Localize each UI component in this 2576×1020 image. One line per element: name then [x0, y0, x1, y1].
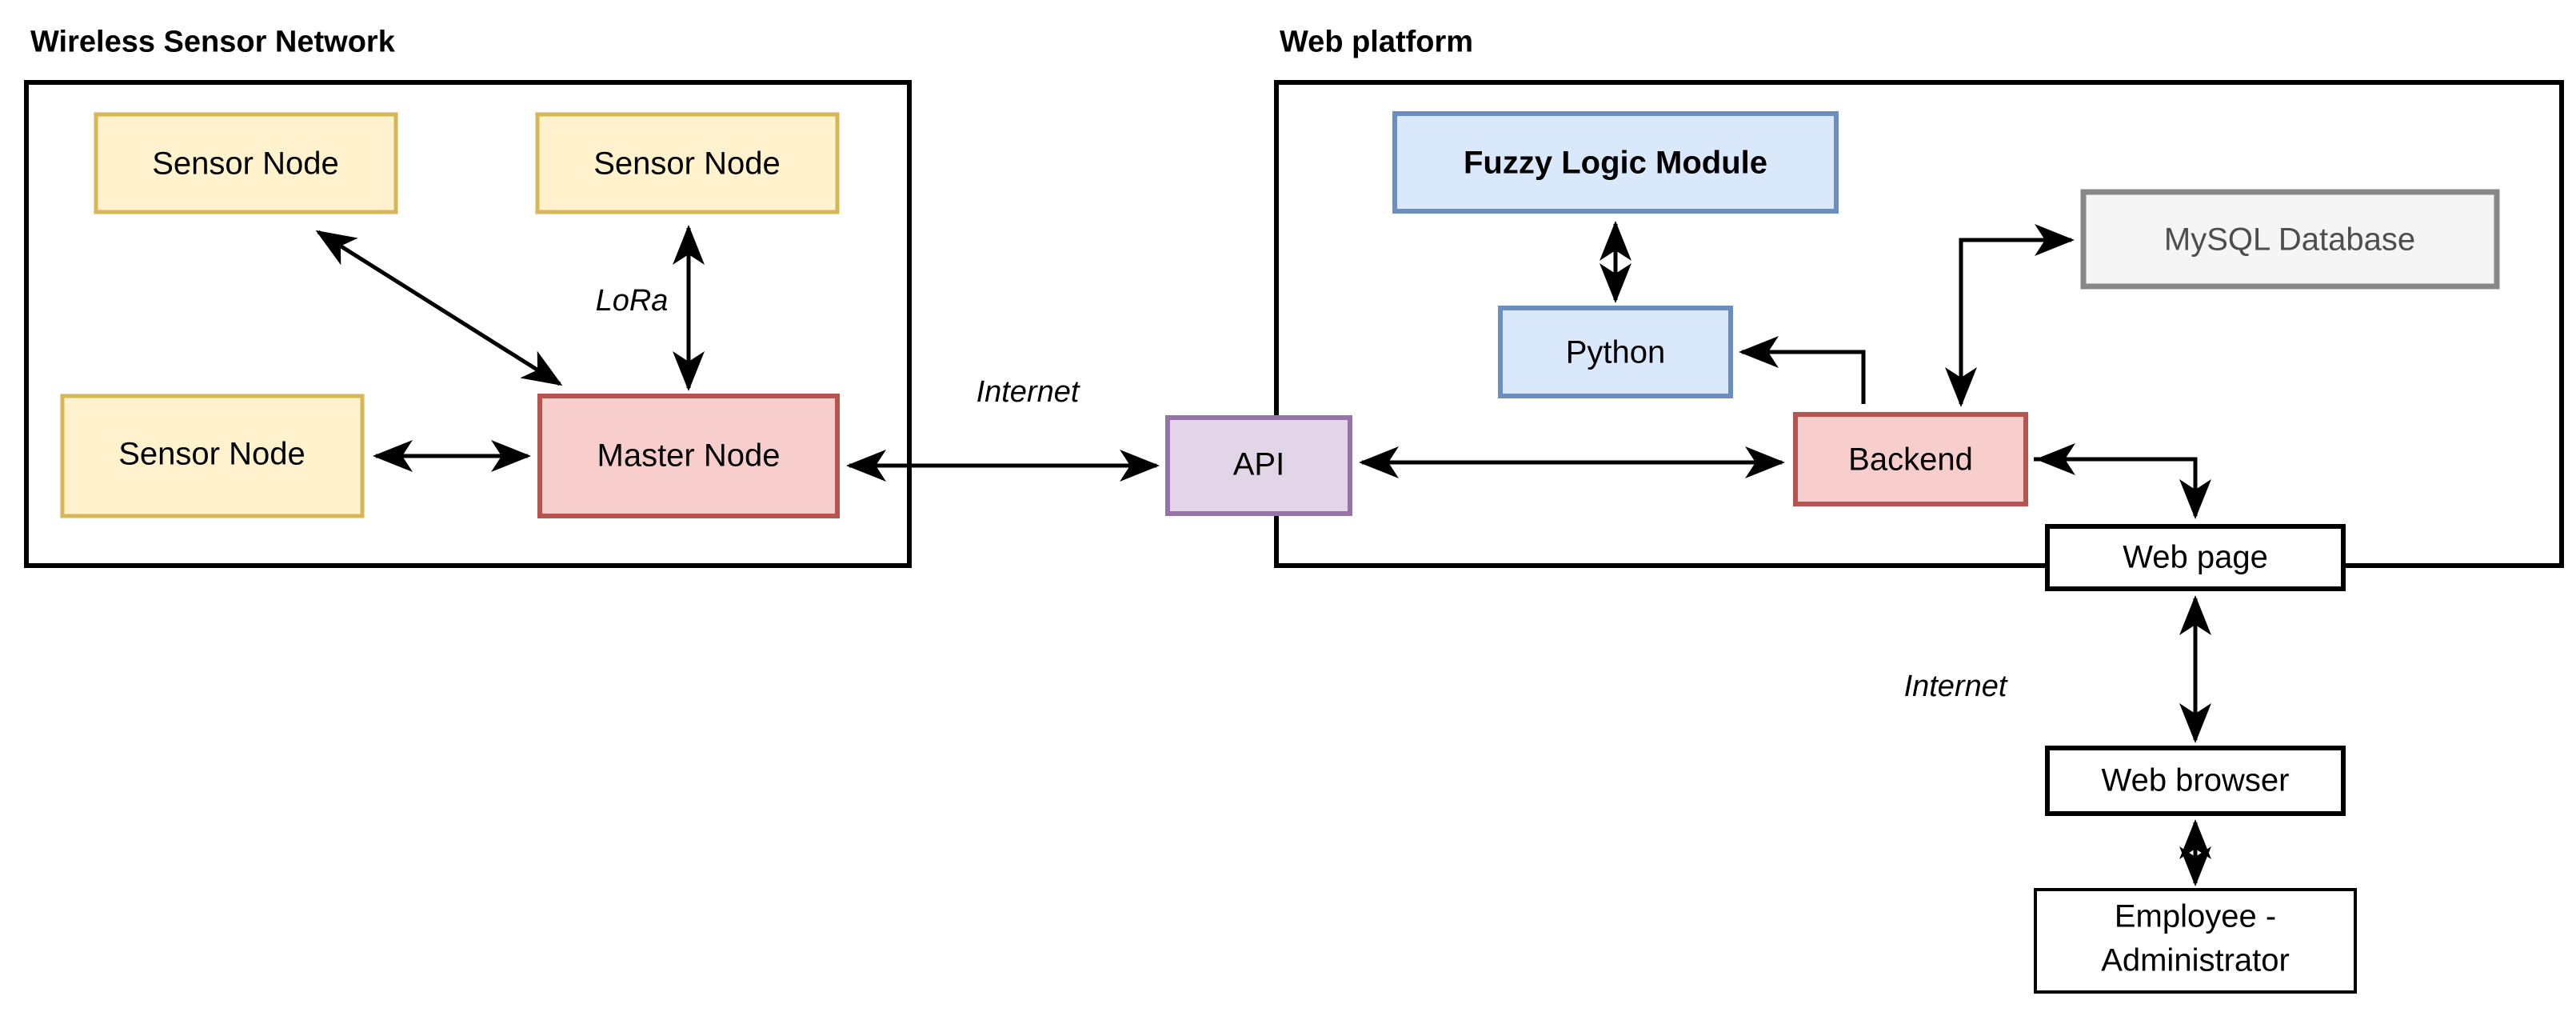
web-browser-label: Web browser [2102, 763, 2290, 798]
edge-backend-to-python [1738, 336, 1866, 404]
api-label: API [1233, 447, 1284, 482]
python-box[interactable] [1498, 306, 1733, 398]
api-box[interactable] [1165, 415, 1352, 516]
web-page-box[interactable] [2045, 524, 2346, 591]
edge-backend-to-mysql [1959, 224, 2075, 404]
mysql-database-box[interactable] [2080, 189, 2500, 290]
group-title-wireless-sensor-network: Wireless Sensor Network [30, 25, 396, 58]
node-api[interactable]: API [1165, 415, 1352, 516]
node-web-page[interactable]: Web page [2045, 524, 2346, 591]
master-node-label: Master Node [597, 438, 781, 474]
employee-administrator-label-line2: Administrator [2101, 943, 2290, 978]
node-employee-administrator[interactable]: Employee - Administrator [2034, 888, 2357, 994]
edge-backend-to-webpage [2034, 457, 2211, 520]
sensor-node-top-right-box[interactable] [535, 112, 840, 214]
node-master-node[interactable]: Master Node [537, 394, 840, 518]
backend-box[interactable] [1793, 412, 2028, 506]
web-page-label: Web page [2123, 540, 2268, 575]
python-label: Python [1566, 335, 1666, 370]
node-sensor-node-top-right[interactable]: Sensor Node [535, 112, 840, 214]
node-mysql-database[interactable]: MySQL Database [2080, 189, 2500, 290]
group-box-wireless-sensor-network [24, 80, 912, 568]
node-web-browser[interactable]: Web browser [2045, 746, 2346, 816]
sensor-node-bottom-left-label: Sensor Node [118, 437, 305, 472]
edge-label-lora: LoRa [596, 284, 669, 318]
group-wireless-sensor-network: Wireless Sensor Network [24, 25, 912, 568]
node-python[interactable]: Python [1498, 306, 1733, 398]
group-title-web-platform: Web platform [1280, 25, 1473, 58]
edge-sensor-topleft-to-master [315, 230, 563, 386]
group-web-platform: Web platform [1274, 25, 2564, 568]
node-fuzzy-logic-module[interactable]: Fuzzy Logic Module [1392, 111, 1839, 214]
web-browser-box[interactable] [2045, 746, 2346, 816]
group-box-web-platform [1274, 80, 2564, 568]
edge-label-internet-left: Internet [976, 375, 1080, 409]
fuzzy-logic-module-box[interactable] [1392, 111, 1839, 214]
employee-administrator-box[interactable] [2034, 888, 2357, 994]
fuzzy-logic-module-label: Fuzzy Logic Module [1464, 146, 1767, 181]
master-node-box[interactable] [537, 394, 840, 518]
sensor-node-top-left-label: Sensor Node [152, 146, 338, 182]
employee-administrator-label-line1: Employee - [2115, 899, 2276, 934]
edge-label-internet-right: Internet [1904, 670, 2008, 703]
sensor-node-top-left-box[interactable] [94, 112, 398, 214]
backend-label: Backend [1848, 442, 1973, 478]
node-backend[interactable]: Backend [1793, 412, 2028, 506]
sensor-node-top-right-label: Sensor Node [593, 146, 780, 182]
mysql-database-label: MySQL Database [2164, 222, 2415, 258]
node-sensor-node-top-left[interactable]: Sensor Node [94, 112, 398, 214]
sensor-node-bottom-left-box[interactable] [60, 394, 365, 518]
node-sensor-node-bottom-left[interactable]: Sensor Node [60, 394, 365, 518]
